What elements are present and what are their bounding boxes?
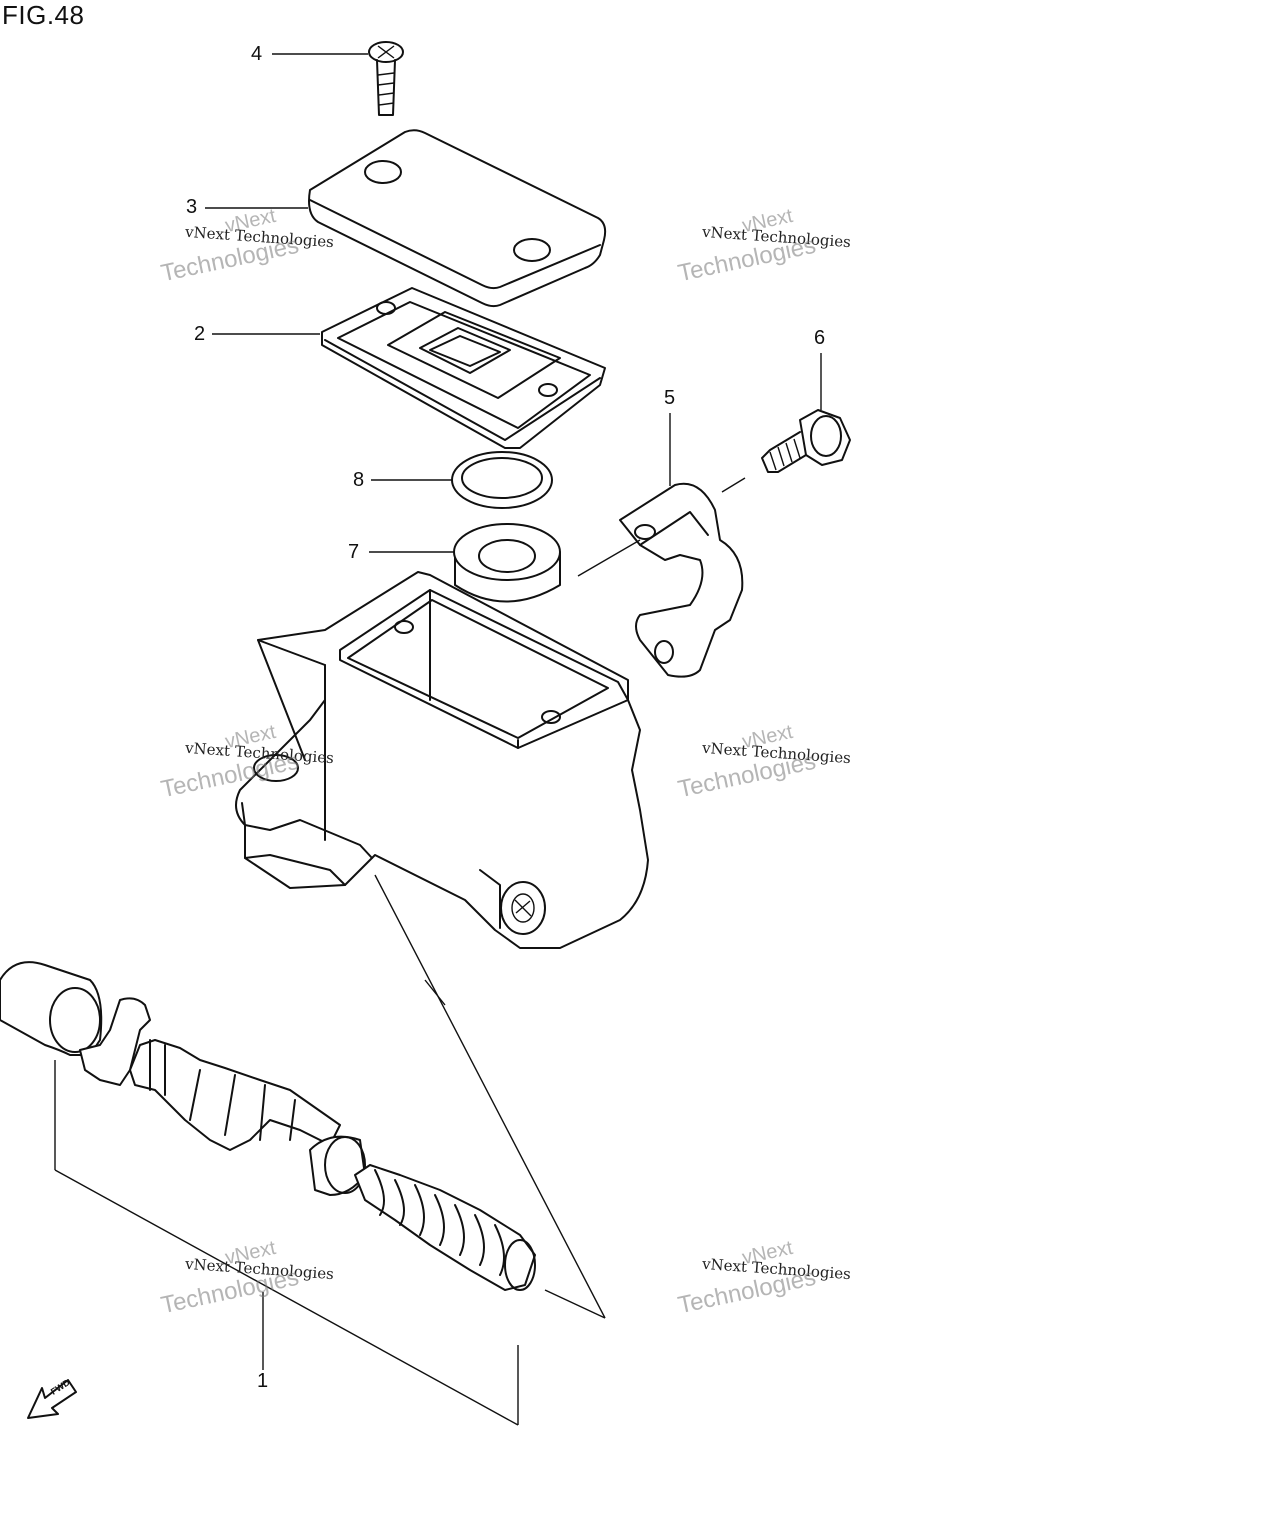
- callout-7: 7: [348, 541, 360, 563]
- figure-title: FIG.48: [2, 0, 85, 30]
- part-3-cap: [308, 129, 607, 308]
- callout-3: 3: [186, 196, 198, 218]
- callout-4: 4: [251, 43, 263, 65]
- part-4-screw: [368, 41, 404, 116]
- callout-8: 8: [353, 469, 365, 491]
- part-5-clamp: [619, 482, 744, 678]
- leader-lines: [54, 53, 822, 1426]
- callout-2: 2: [194, 323, 206, 345]
- master-cylinder-body: [235, 571, 649, 949]
- fwd-arrow-icon: [27, 1379, 77, 1419]
- part-1-piston-kit: [0, 961, 536, 1291]
- part-8-oring: [451, 451, 553, 509]
- part-6-bolt: [761, 409, 851, 473]
- callout-6: 6: [814, 327, 826, 349]
- part-2-diaphragm: [321, 287, 606, 449]
- callout-1: 1: [257, 1370, 269, 1392]
- part-7-bushing: [453, 523, 561, 603]
- callout-5: 5: [664, 387, 676, 409]
